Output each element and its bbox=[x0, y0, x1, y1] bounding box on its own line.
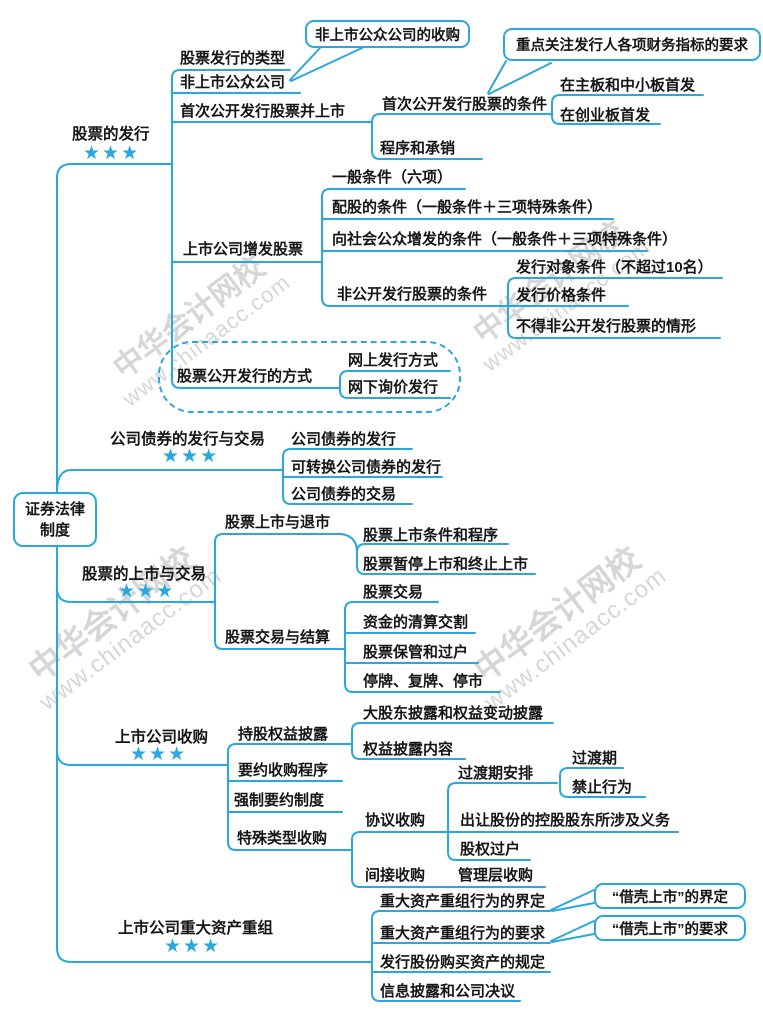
node-listing-delisting: 股票上市与退市 bbox=[225, 514, 331, 531]
node-bond-issuance: 公司债券的发行 bbox=[291, 431, 397, 448]
branch-listed-company-acquisition-stars: ★★★ bbox=[130, 744, 188, 765]
node-indirect-acquisition: 间接收购 bbox=[365, 867, 426, 884]
node-main-board-sme-ipo: 在主板和中小板首发 bbox=[560, 77, 696, 94]
node-stock-trading: 股票交易 bbox=[363, 584, 424, 601]
node-prohibited-acts: 禁止行为 bbox=[572, 779, 633, 796]
node-transferor-obligations: 出让股份的控股股东所涉及义务 bbox=[460, 812, 671, 829]
node-ipo-and-listing: 首次公开发行股票并上市 bbox=[180, 103, 346, 120]
node-listing-conditions-procedure: 股票上市条件和程序 bbox=[363, 527, 499, 544]
callout-non-listed-public-company-acquisition: 非上市公众公司的收购 bbox=[305, 20, 470, 48]
node-equity-transfer: 股权过户 bbox=[460, 841, 521, 858]
node-target-investor-condition: 发行对象条件（不超过10名） bbox=[516, 259, 713, 276]
branch-stock-issuance: 股票的发行 bbox=[72, 126, 150, 143]
node-transition-period: 过渡期 bbox=[572, 750, 618, 767]
branch-listed-company-acquisition: 上市公司收购 bbox=[115, 729, 209, 746]
node-non-listed-public-company: 非上市公众公司 bbox=[180, 74, 286, 91]
node-convertible-bond-issuance: 可转换公司债券的发行 bbox=[291, 459, 442, 476]
root-node: 证券法律制度 bbox=[13, 492, 97, 547]
node-issuance-types: 股票发行的类型 bbox=[180, 50, 286, 67]
node-offline-inquiry-offering: 网下询价发行 bbox=[348, 379, 439, 396]
root-node-label: 证券法律制度 bbox=[24, 500, 85, 539]
node-disclosure-content: 权益披露内容 bbox=[363, 741, 454, 758]
node-bond-trading: 公司债券的交易 bbox=[291, 486, 397, 503]
node-info-disclosure-resolution: 信息披露和公司决议 bbox=[380, 983, 516, 1000]
connector-group bbox=[56, 47, 723, 1002]
node-seo-by-listed-company: 上市公司增发股票 bbox=[183, 241, 304, 258]
node-online-offering: 网上发行方式 bbox=[348, 352, 439, 369]
node-trading-halts: 停牌、复牌、停市 bbox=[363, 673, 484, 690]
callout-financial-indicator-requirements: 重点关注发行人各项财务指标的要求 bbox=[503, 28, 761, 61]
branch-stock-issuance-stars: ★★★ bbox=[83, 143, 141, 164]
node-equity-disclosure: 持股权益披露 bbox=[238, 726, 329, 743]
branch-major-asset-restructuring: 上市公司重大资产重组 bbox=[118, 920, 274, 937]
node-share-purchase-asset-rules: 发行股份购买资产的规定 bbox=[380, 954, 546, 971]
node-public-offering-methods: 股票公开发行的方式 bbox=[177, 368, 313, 385]
callout-backdoor-listing-definition: “借壳上市”的界定 bbox=[594, 883, 746, 909]
node-issue-price-condition: 发行价格条件 bbox=[516, 287, 607, 304]
node-restructuring-definition: 重大资产重组行为的界定 bbox=[380, 893, 546, 910]
branch-bond-issuance-trading-stars: ★★★ bbox=[162, 446, 220, 467]
node-procedure-and-underwriting: 程序和承销 bbox=[380, 140, 456, 157]
node-rights-issue-conditions: 配股的条件（一般条件＋三项特殊条件） bbox=[332, 199, 603, 216]
branch-bond-issuance-trading: 公司债券的发行与交易 bbox=[110, 431, 266, 448]
node-general-conditions: 一般条件（六项） bbox=[332, 169, 453, 186]
node-prohibited-circumstances: 不得非公开发行股票的情形 bbox=[516, 318, 697, 335]
branch-stock-listing-trading: 股票的上市与交易 bbox=[82, 566, 207, 583]
node-chinext-ipo: 在创业板首发 bbox=[560, 107, 651, 124]
node-management-buyout: 管理层收购 bbox=[458, 867, 534, 884]
node-private-placement-conditions: 非公开发行股票的条件 bbox=[337, 286, 488, 303]
node-ipo-conditions: 首次公开发行股票的条件 bbox=[382, 96, 548, 113]
node-funds-clearing: 资金的清算交割 bbox=[363, 614, 469, 631]
node-special-acquisition-types: 特殊类型收购 bbox=[237, 830, 328, 847]
node-tender-offer-procedure: 要约收购程序 bbox=[238, 762, 329, 779]
node-public-seo-conditions: 向社会公众增发的条件（一般条件＋三项特殊条件） bbox=[332, 231, 678, 248]
node-restructuring-requirements: 重大资产重组行为的要求 bbox=[380, 925, 546, 942]
node-suspension-termination: 股票暂停上市和终止上市 bbox=[363, 556, 529, 573]
node-trading-settlement: 股票交易与结算 bbox=[225, 629, 331, 646]
branch-stock-listing-trading-stars: ★★★ bbox=[118, 581, 176, 602]
branch-major-asset-restructuring-stars: ★★★ bbox=[164, 936, 222, 957]
callout-backdoor-listing-requirements: “借壳上市”的要求 bbox=[594, 915, 746, 941]
node-mandatory-offer-system: 强制要约制度 bbox=[234, 792, 325, 809]
highlight-dashed-box bbox=[158, 341, 461, 413]
node-major-shareholder-disclosure: 大股东披露和权益变动披露 bbox=[363, 705, 544, 722]
node-transition-arrangement: 过渡期安排 bbox=[458, 765, 534, 782]
node-agreement-acquisition: 协议收购 bbox=[365, 812, 426, 829]
node-custody-transfer: 股票保管和过户 bbox=[363, 644, 469, 661]
